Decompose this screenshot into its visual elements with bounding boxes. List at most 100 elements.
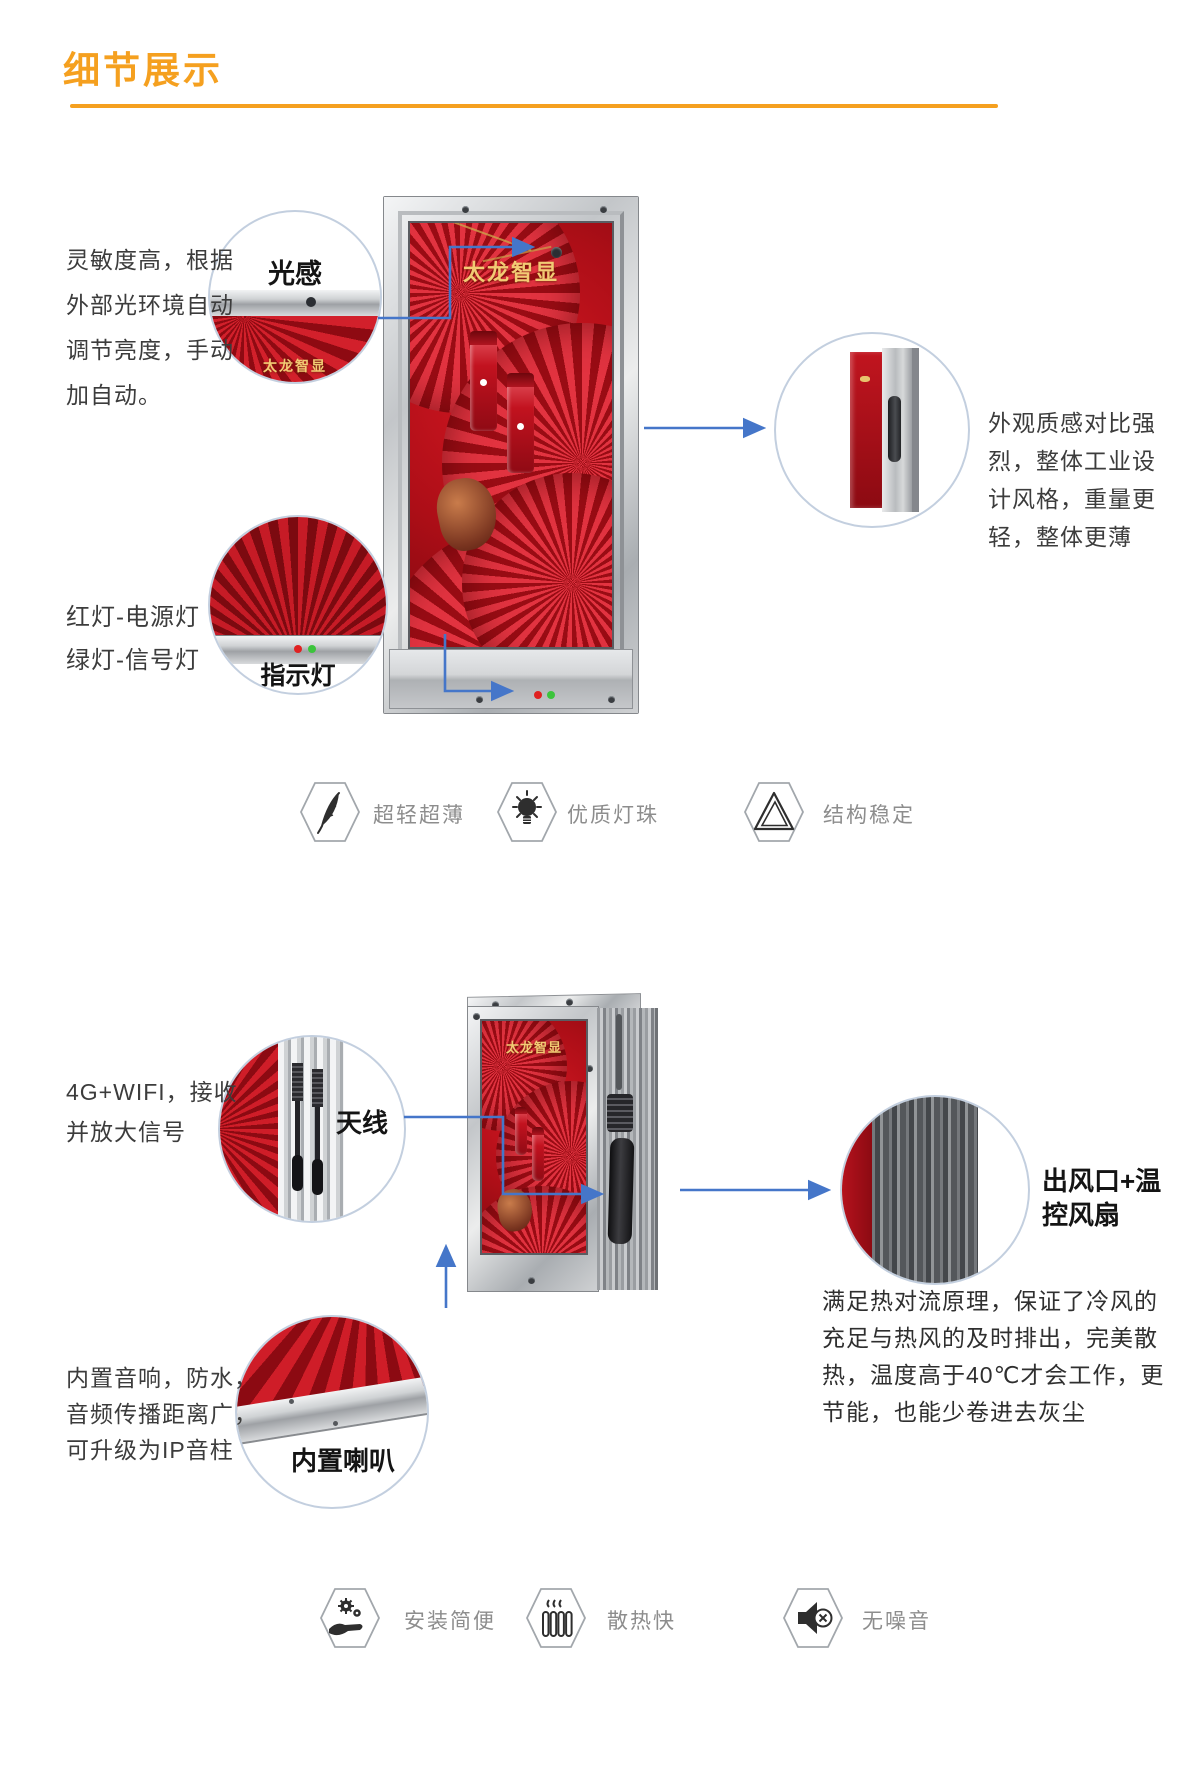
bottle-cap xyxy=(515,1107,527,1114)
light-sensor-label: 光感 xyxy=(268,259,322,289)
bottle-cap xyxy=(507,373,534,387)
antenna-rod xyxy=(295,1101,300,1157)
antenna-rod xyxy=(616,1014,622,1090)
zoom-profile-strips xyxy=(872,1097,978,1283)
note-line: 可升级为IP音柱 xyxy=(66,1437,234,1463)
zoom-frame-bar xyxy=(210,290,380,317)
note-line: 调节亮度，手动 xyxy=(66,337,234,363)
product-bottle xyxy=(532,1127,544,1181)
note-line: 外观质感对比强 xyxy=(988,410,1156,436)
screw xyxy=(566,998,573,1006)
display-front-view: 太龙智显 xyxy=(383,196,639,714)
zoom-screen-red: 太龙智显 xyxy=(210,316,380,382)
zoom-screen-red xyxy=(842,1097,872,1283)
zoom-screen-red xyxy=(220,1037,278,1221)
note-line: 节能，也能少卷进去灰尘 xyxy=(822,1399,1086,1425)
feature-ultralight xyxy=(298,780,362,844)
feature-install xyxy=(318,1586,382,1650)
triangle-icon xyxy=(744,782,804,842)
radiator-icon xyxy=(526,1588,586,1648)
note-line: 并放大信号 xyxy=(66,1119,186,1145)
gold-spec xyxy=(860,376,870,382)
light-sensor-dot xyxy=(551,247,562,258)
feature-label: 优质灯珠 xyxy=(567,804,659,827)
screw xyxy=(462,206,469,213)
bottle-label-dot xyxy=(480,379,487,386)
note-line: 外部光环境自动 xyxy=(66,292,234,318)
feature-led xyxy=(495,780,559,844)
speaker-label: 内置喇叭 xyxy=(291,1446,396,1476)
bottle-cap xyxy=(470,331,497,345)
install-icon xyxy=(320,1588,380,1648)
vent-label: 出风口+温 控风扇 xyxy=(1042,1164,1161,1232)
mute-icon xyxy=(783,1588,843,1648)
display-screen: 太龙智显 xyxy=(408,221,614,649)
feather-icon xyxy=(300,782,360,842)
feature-cooling xyxy=(524,1586,588,1650)
bottle-label-dot xyxy=(517,423,524,430)
antenna-rib xyxy=(312,1069,323,1107)
note-line: 加自动。 xyxy=(66,382,162,408)
brand-logo: 太龙智显 xyxy=(462,260,559,285)
screw xyxy=(473,1013,480,1020)
screw xyxy=(608,696,615,703)
feature-silent xyxy=(781,1586,845,1650)
note-appearance: 外观质感对比强 烈，整体工业设 计风格，重量更 轻，整体更薄 xyxy=(988,404,1156,556)
antenna-bulb xyxy=(292,1155,303,1191)
power-light xyxy=(294,645,302,653)
side-view-handle xyxy=(888,396,901,462)
screw xyxy=(528,1277,535,1284)
brand-logo: 太龙智显 xyxy=(505,1040,562,1055)
indicator-label: 指示灯 xyxy=(260,662,336,690)
vent-label-line: 出风口+温 xyxy=(1042,1166,1162,1196)
bottle-cap xyxy=(532,1127,544,1135)
antenna-rib xyxy=(292,1063,303,1101)
callout-vent xyxy=(840,1095,1030,1285)
side-view-screen xyxy=(850,352,882,508)
product-bottle xyxy=(515,1107,527,1155)
title-underline xyxy=(70,104,998,108)
note-wifi: 4G+WIFI，接收 并放大信号 xyxy=(66,1072,238,1152)
callout-antenna: 天线 xyxy=(218,1035,406,1223)
feature-label: 安装简便 xyxy=(404,1610,496,1633)
vent-label-line: 控风扇 xyxy=(1042,1200,1121,1230)
feature-label: 超轻超薄 xyxy=(373,804,465,827)
product-bottle xyxy=(470,331,497,431)
feature-label: 无噪音 xyxy=(862,1610,931,1633)
note-line: 4G+WIFI，接收 xyxy=(66,1079,238,1105)
zoom-screen-red xyxy=(210,517,386,635)
brand-logo: 太龙智显 xyxy=(263,358,327,374)
callout-light-sensor: 光感 太龙智显 xyxy=(208,210,382,384)
antenna-bulb xyxy=(312,1159,323,1195)
note-line: 热，温度高于40℃才会工作，更 xyxy=(822,1362,1165,1388)
antenna-blade xyxy=(607,1137,635,1245)
page-title: 细节展示 xyxy=(63,50,223,91)
signal-light xyxy=(547,691,555,699)
fan-art-bottom xyxy=(482,1186,586,1253)
side-view-edge xyxy=(912,348,919,512)
zoom-side-strips xyxy=(278,1037,344,1221)
screw xyxy=(333,1421,338,1426)
note-line: 红灯-电源灯 xyxy=(66,604,200,631)
screw xyxy=(289,1399,294,1404)
light-sensor-dot xyxy=(306,297,316,307)
screw xyxy=(476,696,483,703)
note-line: 满足热对流原理，保证了冷风的 xyxy=(822,1288,1158,1314)
feature-label: 结构稳定 xyxy=(823,804,915,827)
callout-indicator-lights: 指示灯 xyxy=(208,515,388,695)
note-line: 绿灯-信号灯 xyxy=(66,647,200,674)
note-indicator-legend: 红灯-电源灯 绿灯-信号灯 xyxy=(66,596,200,682)
note-cooling: 满足热对流原理，保证了冷风的 充足与热风的及时排出，完美散 热，温度高于40℃才… xyxy=(822,1283,1164,1431)
note-line: 音频传播距离广， xyxy=(66,1401,258,1427)
note-line: 充足与热风的及时排出，完美散 xyxy=(822,1325,1158,1351)
bulb-icon xyxy=(497,782,557,842)
feature-label: 散热快 xyxy=(607,1610,676,1633)
callout-speaker: 内置喇叭 xyxy=(235,1315,429,1509)
power-light xyxy=(534,691,542,699)
feature-structure xyxy=(742,780,806,844)
antenna-rib-block xyxy=(607,1094,633,1132)
signal-light xyxy=(308,645,316,653)
note-line: 计风格，重量更 xyxy=(988,486,1156,512)
note-line: 烈，整体工业设 xyxy=(988,448,1156,474)
